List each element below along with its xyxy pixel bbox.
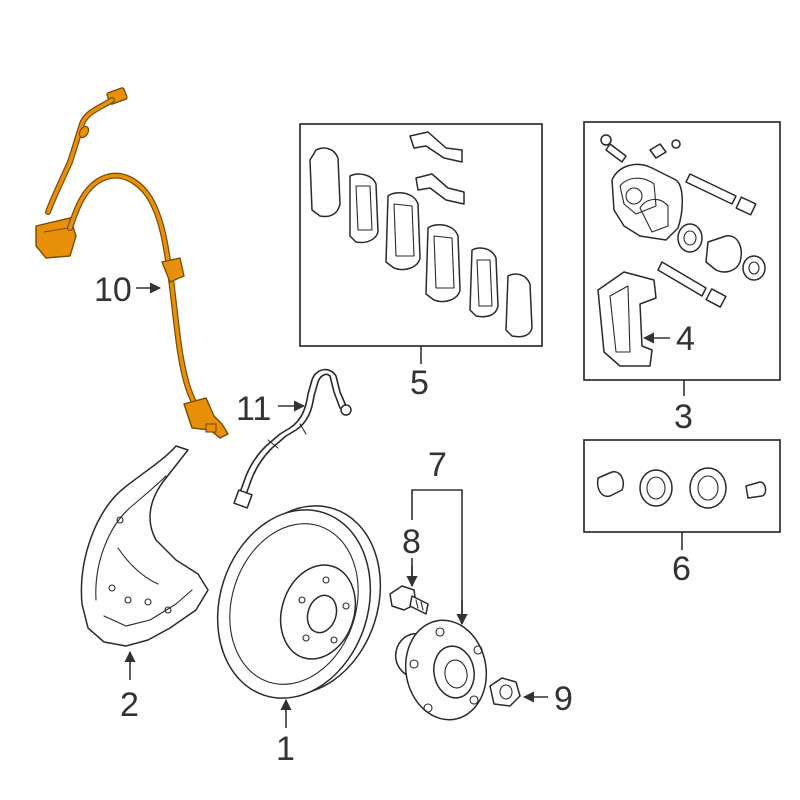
callout-11-group: 11	[236, 390, 306, 428]
caliper-frame	[583, 121, 781, 381]
caliper-assembly-part-3[interactable]	[583, 121, 781, 381]
callout-7-8-group: 7 8	[398, 446, 468, 626]
callout-4-group: 4	[642, 320, 695, 358]
callout-label-7: 7	[428, 446, 447, 484]
callout-label-4: 4	[676, 320, 695, 358]
brake-pad-kit-part-5[interactable]	[299, 123, 543, 347]
callout-label-5: 5	[410, 364, 429, 402]
brake-rotor-part-1[interactable]	[194, 486, 404, 718]
brake-hose-part-11[interactable]	[233, 368, 352, 509]
wheel-bolt-part-8[interactable]	[389, 585, 429, 615]
wheel-hub-part-7[interactable]	[394, 614, 494, 726]
callout-label-1: 1	[276, 730, 295, 768]
abs-sensor-part-10[interactable]	[35, 87, 229, 439]
callout-1-group: 1	[276, 698, 295, 768]
callout-label-2: 2	[120, 686, 139, 724]
callout-label-9: 9	[554, 680, 573, 718]
dust-shield-part-2[interactable]	[80, 445, 209, 647]
callout-3-group: 3	[674, 380, 693, 436]
callout-10-group: 10	[94, 271, 162, 309]
callout-2-group: 2	[120, 650, 139, 724]
callout-label-11: 11	[236, 390, 271, 428]
hub-nut-part-9[interactable]	[489, 677, 521, 707]
callout-5-group: 5	[410, 346, 429, 402]
callout-label-6: 6	[672, 550, 691, 588]
callout-label-8: 8	[402, 523, 421, 561]
callout-label-10: 10	[94, 271, 132, 309]
callout-8-backdrop	[398, 520, 428, 558]
caliper-seal-kit-part-6[interactable]	[583, 439, 781, 533]
callout-label-3: 3	[674, 398, 693, 436]
caliper-bracket-part-4[interactable]	[597, 271, 657, 367]
callout-6-group: 6	[672, 532, 691, 588]
callout-9-group: 9	[522, 680, 573, 718]
